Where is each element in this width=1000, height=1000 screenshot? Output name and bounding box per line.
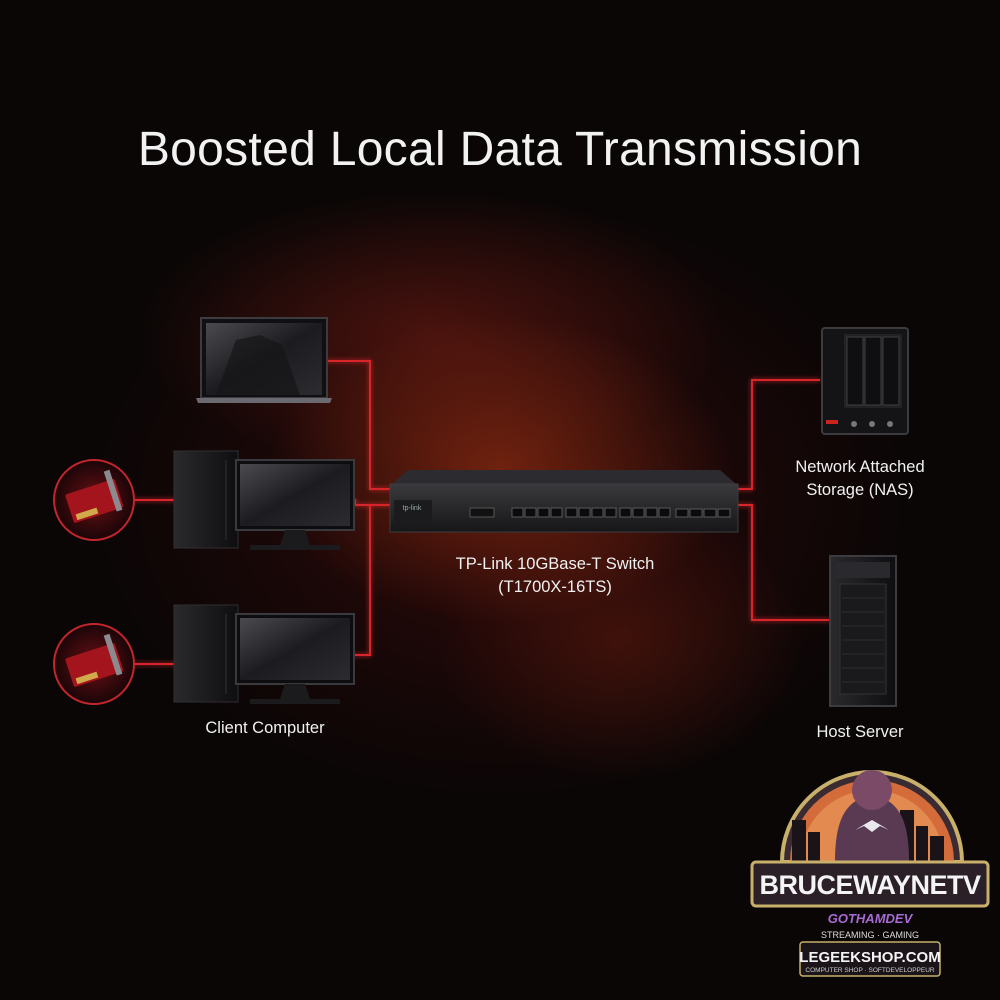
nas-label-line2: Storage (NAS) <box>806 481 914 499</box>
watermark-logo: BRUCEWAYNETV GOTHAMDEV STREAMING · GAMIN… <box>750 770 990 977</box>
client-pc-icon-2 <box>173 604 355 704</box>
server-icon <box>829 555 897 707</box>
nas-label-line1: Network Attached <box>795 458 925 476</box>
watermark-services: STREAMING · GAMING <box>821 930 919 940</box>
line-laptop <box>300 360 395 490</box>
watermark-site: LEGEEKSHOP.COM <box>799 949 940 966</box>
watermark-footer: COMPUTER SHOP · SOFTDEVELOPPEUR <box>805 967 934 974</box>
switch-ports <box>511 507 731 518</box>
switch-label: TP-Link 10GBase-T Switch (T1700X-16TS) <box>430 553 680 599</box>
switch-brand-text: tp-link <box>403 505 422 512</box>
nas-icon <box>821 327 909 435</box>
host-server-label: Host Server <box>816 723 904 741</box>
network-card-icon-2 <box>53 623 135 705</box>
laptop-icon <box>196 317 332 403</box>
client-pc-icon-1 <box>173 450 355 550</box>
line-server <box>735 504 830 621</box>
line-nas <box>735 379 820 490</box>
watermark-name: BRUCEWAYNETV <box>759 870 981 900</box>
switch-label-line1: TP-Link 10GBase-T Switch <box>455 555 655 573</box>
switch-icon: tp-link <box>389 470 739 533</box>
watermark-tagline: GOTHAMDEV <box>828 911 914 926</box>
switch-label-line2: (T1700X-16TS) <box>498 578 612 596</box>
nas-label: Network Attached Storage (NAS) <box>770 456 950 502</box>
page-title: Boosted Local Data Transmission <box>137 123 863 176</box>
network-card-icon-1 <box>53 459 135 541</box>
client-computer-label: Client Computer <box>205 719 325 737</box>
